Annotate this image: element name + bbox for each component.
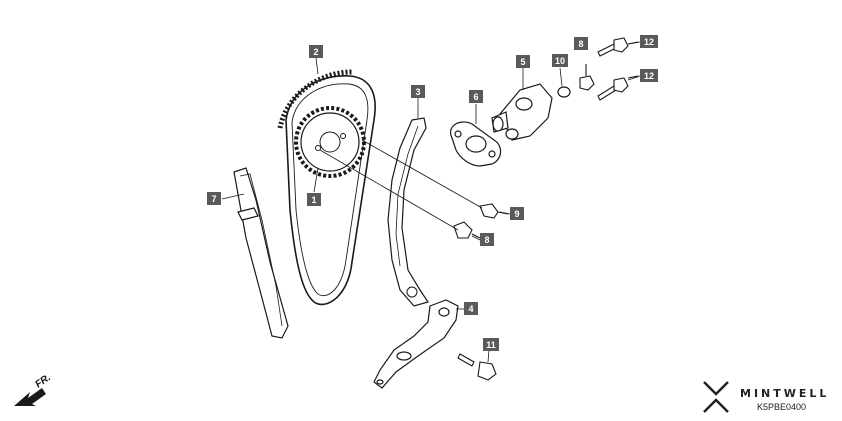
callout-4: 4 xyxy=(464,302,478,315)
callout-5: 5 xyxy=(516,55,530,68)
svg-text:11: 11 xyxy=(486,340,496,350)
callout-8-upper: 8 xyxy=(574,37,588,50)
svg-text:12: 12 xyxy=(644,37,654,47)
svg-text:5: 5 xyxy=(520,57,525,67)
mintwell-wordmark: MINTWELL xyxy=(740,387,829,400)
bracket-bolt xyxy=(457,353,497,381)
callout-8-lower: 8 xyxy=(480,233,494,246)
svg-text:8: 8 xyxy=(578,39,583,49)
callout-7: 7 xyxy=(207,192,221,205)
front-label: FR. xyxy=(33,372,53,390)
svg-text:10: 10 xyxy=(555,56,565,66)
callout-10: 10 xyxy=(552,54,568,67)
o-ring xyxy=(557,86,571,98)
sprocket-bolt-upper xyxy=(479,203,509,219)
svg-text:3: 3 xyxy=(415,87,420,97)
sprocket-bolt-lower xyxy=(453,221,481,239)
tensioner-lifter xyxy=(491,83,553,141)
callout-12-lower: 12 xyxy=(640,69,658,82)
front-direction-arrow: FR. xyxy=(14,372,53,406)
callout-2: 2 xyxy=(309,45,323,58)
cam-chain xyxy=(277,69,376,306)
svg-text:8: 8 xyxy=(484,235,489,245)
tensioner-gasket xyxy=(450,121,502,167)
callout-12-upper: 12 xyxy=(640,35,658,48)
tensioner-arm xyxy=(387,117,429,307)
guide-bracket xyxy=(373,299,459,389)
tensioner-bolt-upper xyxy=(597,37,639,57)
chain-guide xyxy=(233,167,289,339)
diagram-code: K5PBE0400 xyxy=(757,402,806,412)
mintwell-logo-mark xyxy=(703,381,729,413)
cam-sprocket xyxy=(294,106,366,178)
svg-text:2: 2 xyxy=(313,47,318,57)
callout-1: 1 xyxy=(307,193,321,206)
callout-6: 6 xyxy=(469,90,483,103)
svg-text:1: 1 xyxy=(311,195,316,205)
svg-text:12: 12 xyxy=(644,71,654,81)
mintwell-logo: MINTWELL xyxy=(703,381,829,413)
svg-text:7: 7 xyxy=(211,194,216,204)
sealing-bolt xyxy=(579,64,595,91)
svg-text:6: 6 xyxy=(473,92,478,102)
svg-text:4: 4 xyxy=(468,304,473,314)
tensioner-bolt-lower xyxy=(597,75,639,101)
callout-3: 3 xyxy=(411,85,425,98)
callout-11: 11 xyxy=(483,338,499,351)
callout-9: 9 xyxy=(510,207,524,220)
svg-text:9: 9 xyxy=(514,209,519,219)
